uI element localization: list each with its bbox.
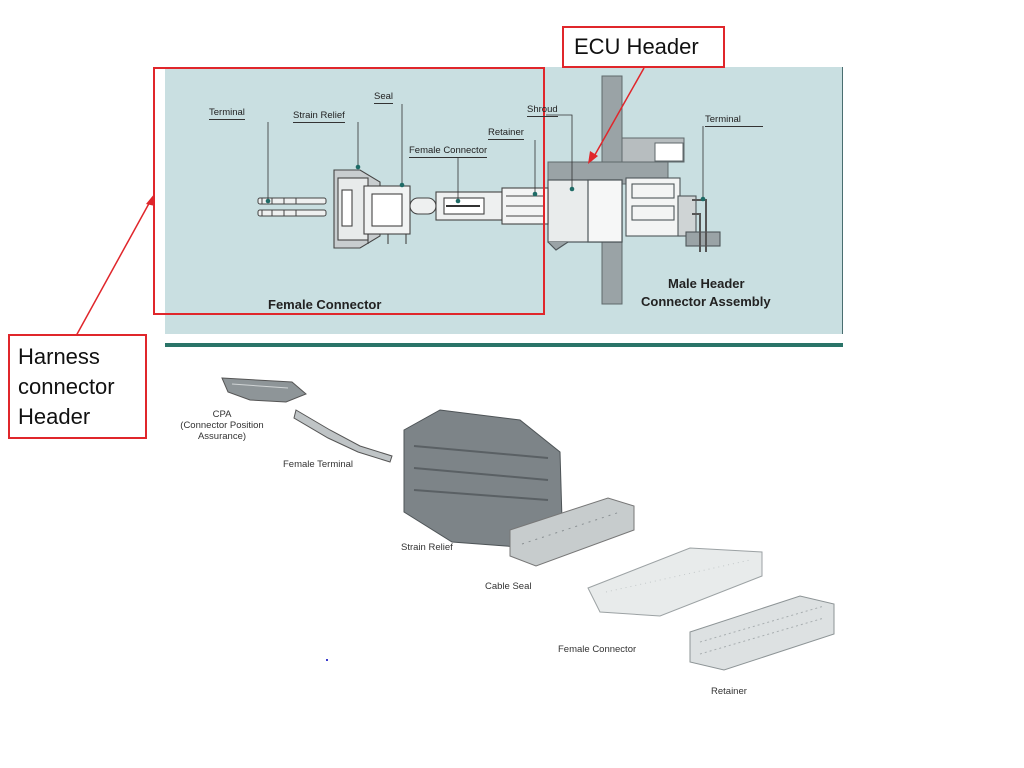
- caption-male-header-line2: Connector Assembly: [641, 294, 771, 309]
- label-terminal-left: Terminal: [209, 107, 245, 120]
- arrowheads: [146, 151, 598, 206]
- leader-dots: [265, 164, 706, 204]
- female-connector-highlight-box: [153, 67, 545, 315]
- harness-callout-line3: Header: [18, 404, 91, 429]
- label-strain-relief: Strain Relief: [293, 110, 345, 123]
- label-retainer: Retainer: [488, 127, 524, 140]
- shroud: [547, 179, 623, 251]
- label-cpa-line2: (Connector Position: [180, 420, 264, 431]
- label-terminal-right: Terminal: [705, 114, 763, 127]
- harness-connector-callout: Harness connector Header: [8, 334, 147, 439]
- caption-male-header-line1: Male Header: [668, 276, 745, 291]
- retainer-shape: [501, 187, 549, 225]
- label-female-terminal: Female Terminal: [283, 459, 354, 470]
- female-connector-part: [587, 547, 763, 617]
- terminals-left: [257, 197, 327, 217]
- harness-callout-line1: Harness: [18, 344, 100, 369]
- label-cpa-line1: CPA: [212, 409, 232, 420]
- label-female-connector-part: Female Connector: [558, 644, 637, 655]
- strain-relief-shape: [333, 169, 381, 249]
- retainer-part: [689, 595, 835, 671]
- harness-callout-line2: connector: [18, 374, 115, 399]
- label-female-connector: Female Connector: [409, 145, 488, 158]
- male-header-body: [625, 177, 721, 252]
- label-seal: Seal: [374, 91, 394, 104]
- label-cpa-line3: Assurance): [197, 431, 247, 442]
- leader-lines: [267, 104, 704, 200]
- cpa-part: [221, 377, 307, 403]
- seal-shape: [363, 185, 411, 244]
- label-cpa: CPA (Connector Position Assurance): [162, 409, 282, 442]
- female-connector-shape: [409, 191, 503, 221]
- label-cable-seal: Cable Seal: [485, 581, 532, 592]
- caption-female-connector: Female Connector: [268, 297, 382, 312]
- female-terminal-part: [293, 409, 393, 463]
- ecu-header-callout: ECU Header: [562, 26, 725, 68]
- label-strain-relief-part: Strain Relief: [401, 542, 453, 553]
- label-retainer-part: Retainer: [711, 686, 747, 697]
- divider-rule: [165, 343, 843, 347]
- callout-arrows: [75, 67, 645, 337]
- label-shroud: Shroud: [527, 104, 558, 117]
- stray-dot: [326, 659, 328, 661]
- cable-seal-part: [509, 497, 635, 567]
